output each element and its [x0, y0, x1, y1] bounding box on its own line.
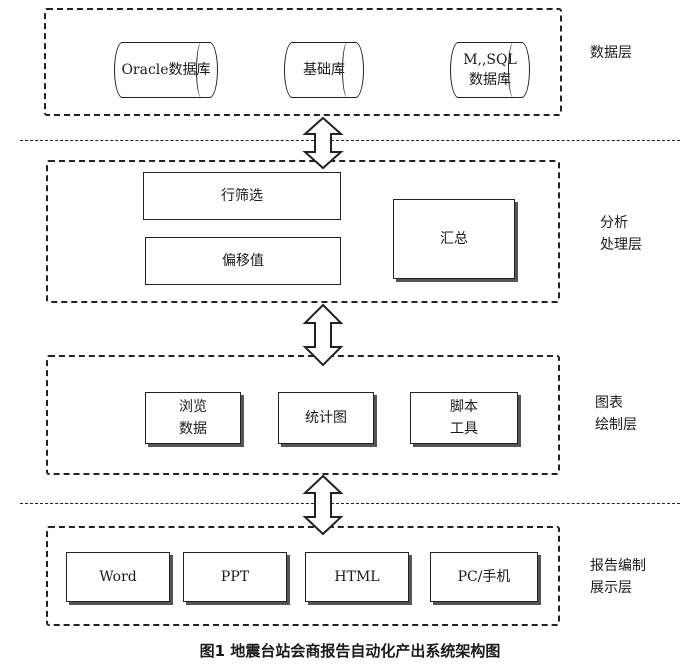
- data-layer-frame: [44, 8, 562, 116]
- sql-database-label-line1: M,,SQL: [463, 52, 517, 68]
- row-filter-box: 行筛选: [143, 172, 341, 220]
- stat-chart-label: 统计图: [305, 410, 347, 426]
- chart-layer-label: 图表 绘制层: [595, 395, 637, 433]
- offset-box: 偏移值: [145, 237, 341, 285]
- row-filter-label: 行筛选: [221, 188, 263, 204]
- script-tool-label-line2: 工具: [450, 421, 478, 437]
- browse-data-label-line2: 数据: [179, 421, 207, 437]
- data-layer-label: 数据层: [590, 45, 632, 61]
- base-database-label: 基础库: [303, 62, 345, 78]
- double-arrow-icon-data-analysis: [302, 116, 344, 170]
- summary-label: 汇总: [440, 231, 468, 247]
- double-arrow-icon-analysis-chart: [302, 303, 344, 367]
- output-ppt-box: PPT: [183, 552, 287, 602]
- oracle-database: Oracle数据库: [114, 42, 218, 98]
- output-html-box: HTML: [305, 552, 409, 602]
- output-pc-mobile-box: PC/手机: [430, 552, 538, 602]
- output-html-label: HTML: [334, 569, 380, 585]
- script-tool-box: 脚本 工具: [410, 392, 518, 444]
- output-word-label: Word: [99, 569, 137, 585]
- separator-line-2: [20, 503, 680, 504]
- report-layer-label: 报告编制 展示层: [590, 558, 646, 596]
- browse-data-box: 浏览 数据: [145, 392, 241, 444]
- summary-box: 汇总: [393, 199, 515, 279]
- browse-data-label-line1: 浏览: [179, 399, 207, 415]
- oracle-database-label: Oracle数据库: [121, 62, 211, 78]
- output-pc-mobile-label: PC/手机: [457, 569, 511, 585]
- output-word-box: Word: [66, 552, 170, 602]
- chart-layer-frame: [46, 355, 560, 475]
- base-database: 基础库: [284, 42, 364, 98]
- analysis-layer-label: 分析 处理层: [600, 215, 642, 253]
- report-layer-frame: [46, 526, 560, 626]
- sql-database: M,,SQL 数据库: [450, 42, 530, 98]
- double-arrow-icon-chart-report: [302, 474, 344, 536]
- offset-label: 偏移值: [222, 253, 264, 269]
- sql-database-label-line2: 数据库: [469, 72, 511, 88]
- stat-chart-box: 统计图: [278, 392, 374, 444]
- script-tool-label-line1: 脚本: [450, 399, 478, 415]
- output-ppt-label: PPT: [220, 569, 250, 585]
- analysis-layer-frame: [46, 160, 560, 303]
- separator-line-1: [20, 140, 680, 141]
- figure-caption: 图1 地震台站会商报告自动化产出系统架构图: [199, 642, 501, 660]
